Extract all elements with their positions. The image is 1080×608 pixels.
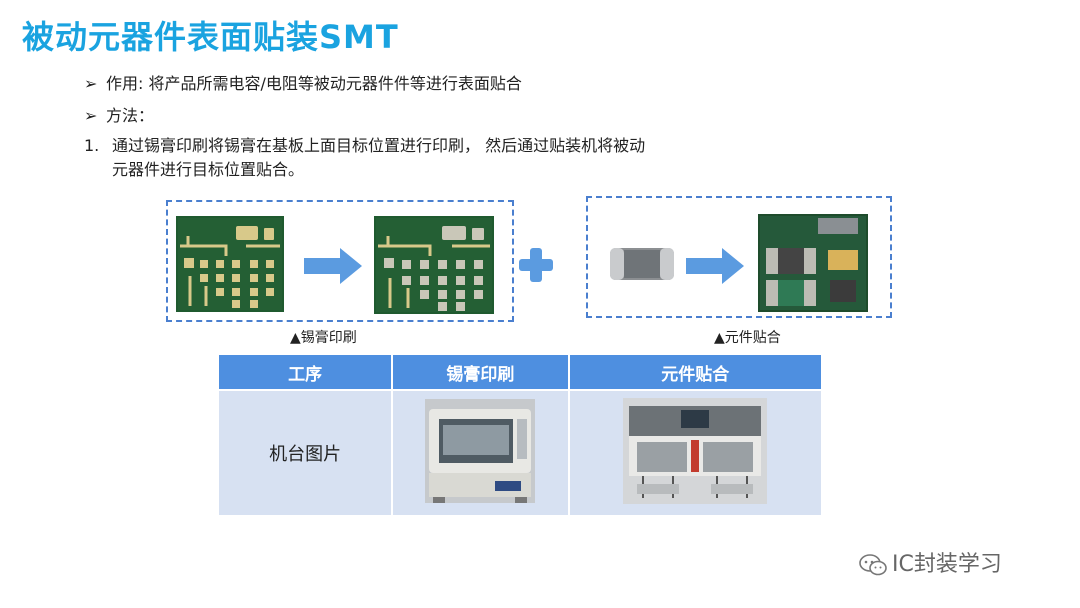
process-arrow-icon <box>304 248 362 284</box>
page-title: 被动元器件表面贴装SMT <box>22 18 399 56</box>
bullet-arrow-icon: ➢ <box>84 106 98 125</box>
process-arrow-icon <box>686 248 744 284</box>
placement-dashed-frame <box>586 196 892 318</box>
wechat-icon <box>859 554 887 576</box>
pcb-after-printing-image <box>374 216 494 314</box>
printing-caption: ▲锡膏印刷 <box>290 330 357 346</box>
printing-dashed-frame <box>166 200 514 322</box>
watermark-text: IC封装学习 <box>892 552 1002 577</box>
pick-and-place-machine-image <box>623 397 768 504</box>
bullet-function: ➢ 作用: 将产品所需电容/电阻等被动元器件件等进行表面贴合 <box>84 70 522 94</box>
printer-machine-cell <box>391 389 570 517</box>
placement-caption: ▲元件贴合 <box>714 330 781 346</box>
pcb-with-components-image <box>758 214 868 312</box>
header-process: 工序 <box>216 353 394 391</box>
item-line-2: 元器件进行目标位置贴合。 <box>112 160 305 179</box>
pcb-before-printing-image <box>176 216 284 312</box>
process-table: 工序 锡膏印刷 元件贴合 机台图片 <box>216 353 824 517</box>
header-placement: 元件贴合 <box>567 353 824 391</box>
watermark: IC封装学习 <box>858 546 1002 578</box>
item-line-1: 通过锡膏印刷将锡膏在基板上面目标位置进行印刷， 然后通过贴装机将被动 <box>112 136 646 155</box>
stencil-printer-machine-image <box>425 398 536 503</box>
numbered-item: 1. 通过锡膏印刷将锡膏在基板上面目标位置进行印刷， 然后通过贴装机将被动 元器件… <box>84 134 645 182</box>
table-header-row: 工序 锡膏印刷 元件贴合 <box>216 353 824 391</box>
header-printing: 锡膏印刷 <box>391 353 570 391</box>
item-number: 1. <box>84 136 100 155</box>
table-row: 机台图片 <box>216 389 824 517</box>
row-label-machine-photo: 机台图片 <box>216 389 394 517</box>
plus-icon <box>519 248 553 282</box>
bullet-arrow-icon: ➢ <box>84 74 98 93</box>
bullet-method: ➢ 方法： <box>84 102 154 126</box>
placement-machine-cell <box>567 389 824 517</box>
bullet-function-text: 作用: 将产品所需电容/电阻等被动元器件件等进行表面贴合 <box>106 74 522 93</box>
bullet-method-text: 方法： <box>106 106 155 125</box>
chip-component-image <box>610 248 674 280</box>
